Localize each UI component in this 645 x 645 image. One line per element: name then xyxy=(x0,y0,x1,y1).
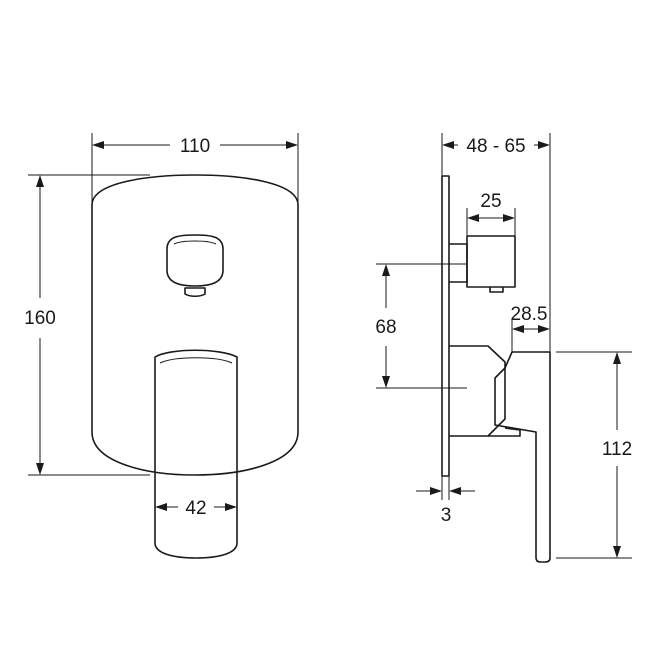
handle-width-label: 42 xyxy=(185,498,206,519)
front-cover-plate xyxy=(91,174,299,476)
diverter-button-base xyxy=(184,287,206,298)
front-width-label: 110 xyxy=(180,136,210,157)
side-spindle-body xyxy=(449,345,506,437)
side-cover-plate xyxy=(441,175,450,477)
diverter-button xyxy=(166,234,224,287)
spindle-spacing-label: 68 xyxy=(375,317,396,338)
plate-thickness-label: 3 xyxy=(441,505,452,526)
handle-length-label: 112 xyxy=(602,439,632,460)
diverter-length-label: 25 xyxy=(480,191,501,212)
handle-depth-label: 28.5 xyxy=(511,304,548,325)
side-view: 48 - 65 25 68 28.5 112 3 xyxy=(375,133,632,563)
side-depth-label: 48 - 65 xyxy=(466,136,525,157)
front-view: 110 160 42 xyxy=(24,133,299,559)
front-height-label: 160 xyxy=(24,308,56,329)
front-lever-handle xyxy=(154,349,238,559)
side-diverter-body xyxy=(449,243,468,283)
side-lever-handle xyxy=(494,351,551,563)
